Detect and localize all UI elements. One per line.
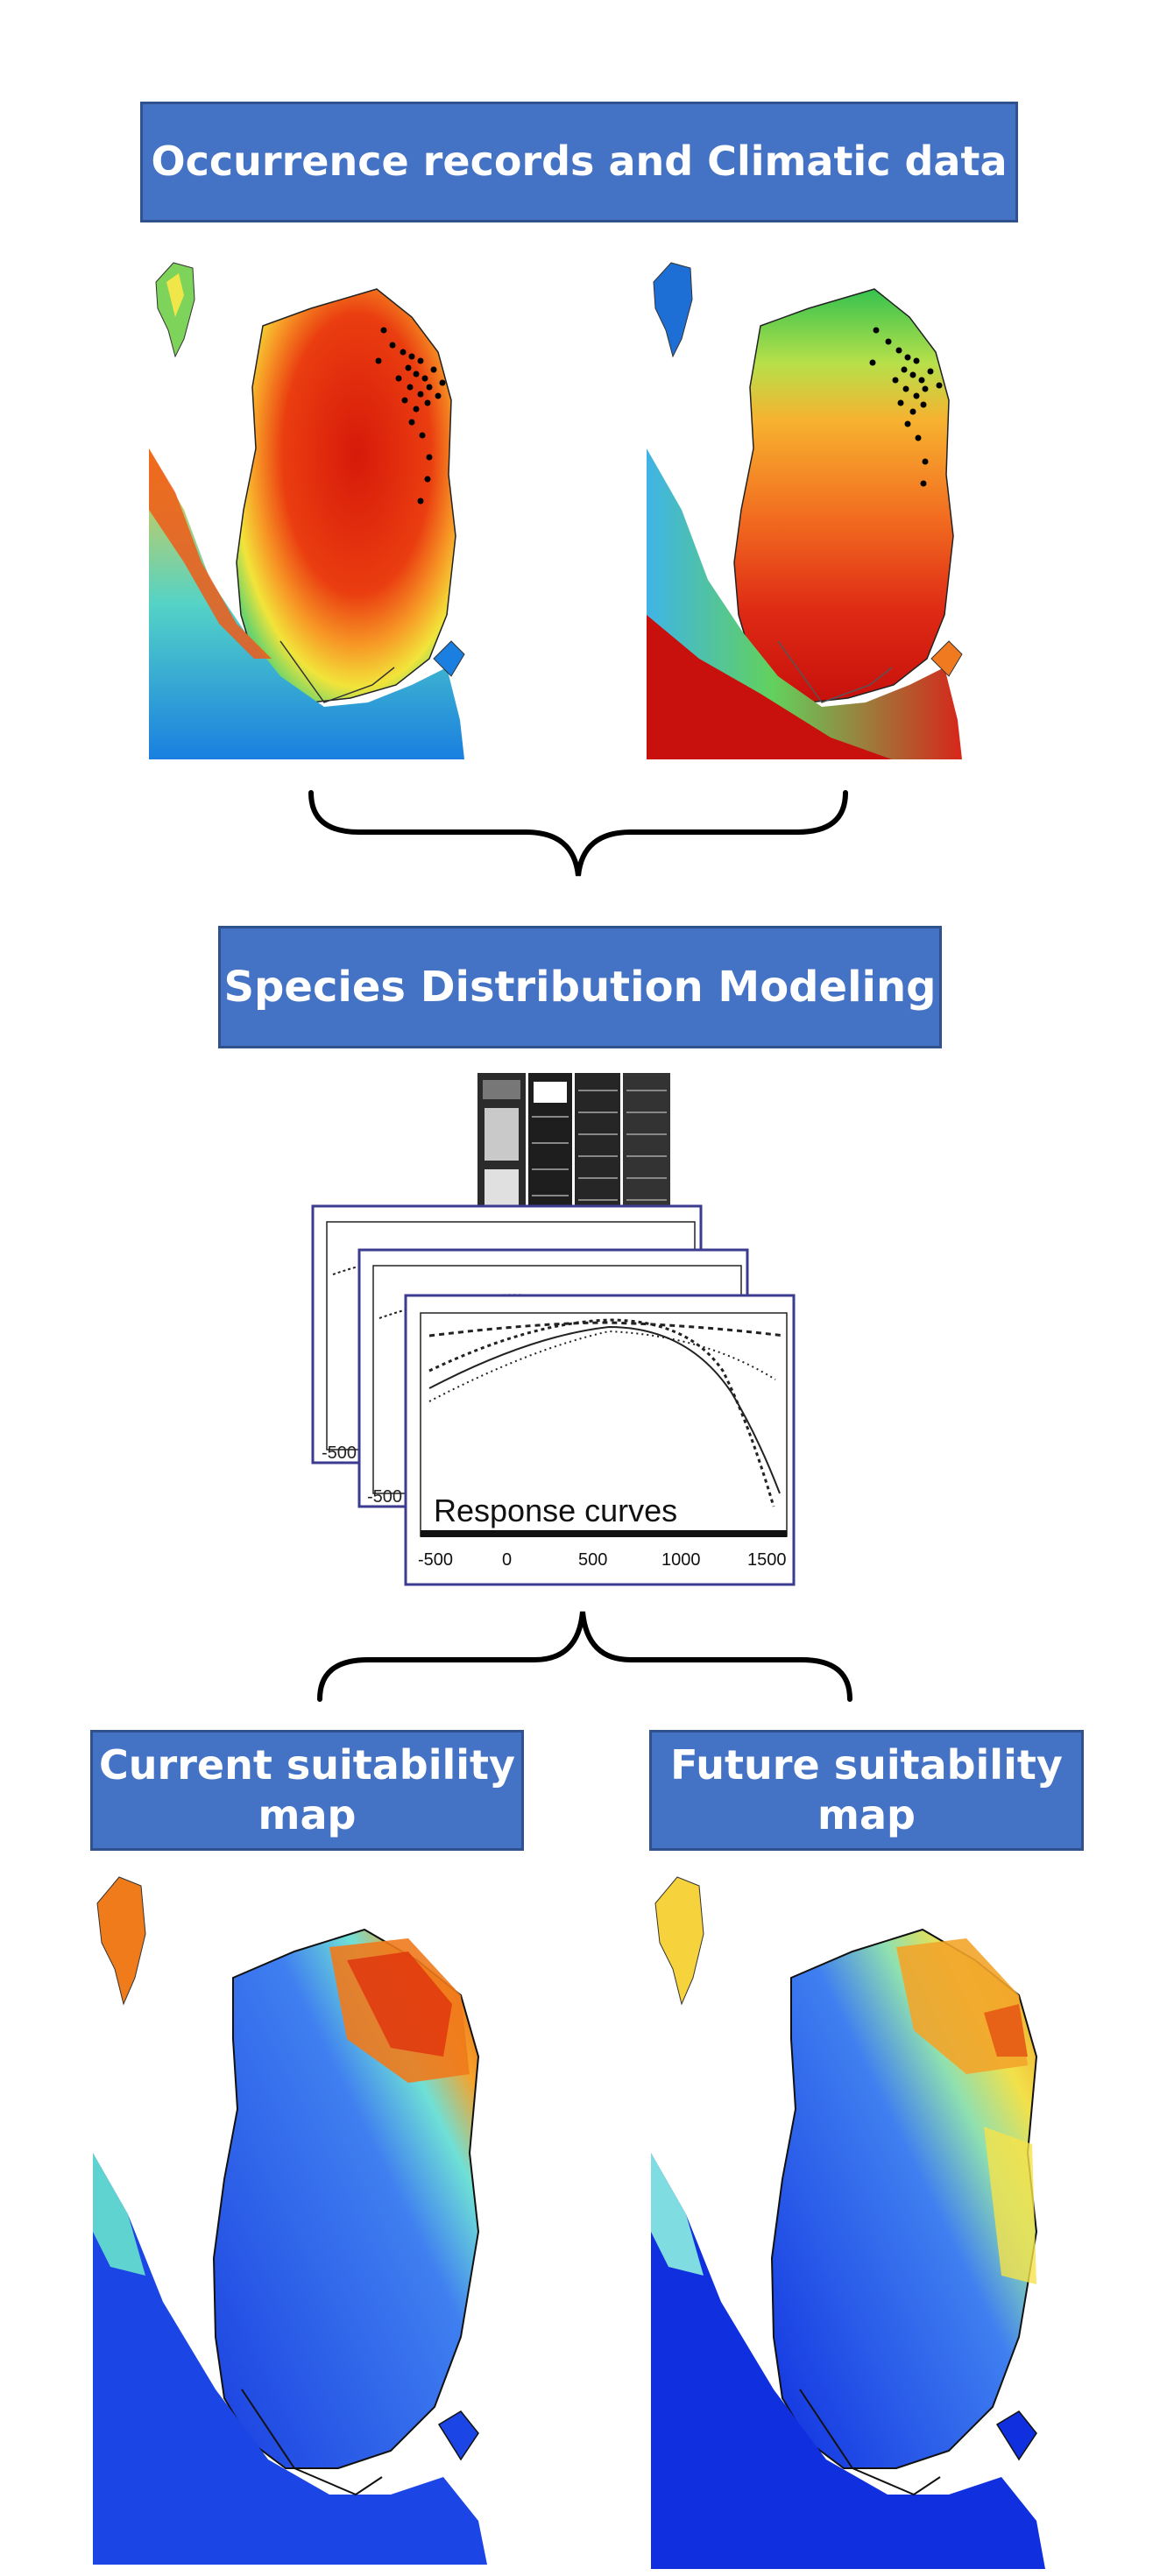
response-curves-label: Response curves bbox=[434, 1493, 677, 1528]
x-tick-label: 500 bbox=[578, 1550, 607, 1570]
sdm-title-box: Species Distribution Modeling bbox=[218, 926, 942, 1048]
occurrence-map-right bbox=[647, 247, 1032, 759]
back-panel-2-tick: -500 bbox=[367, 1487, 402, 1507]
x-tick-label: 1000 bbox=[661, 1550, 701, 1570]
future-suitability-map bbox=[651, 1864, 1080, 2569]
server-rack-icon bbox=[477, 1073, 670, 1226]
future-suitability-box: Future suitability map bbox=[649, 1730, 1084, 1851]
back-panel-tick: -500 bbox=[322, 1443, 357, 1463]
occurrence-map-left bbox=[149, 247, 534, 759]
x-tick-label: 1500 bbox=[747, 1550, 787, 1570]
response-panel-front bbox=[406, 1295, 794, 1584]
x-tick-label: -500 bbox=[418, 1550, 453, 1570]
merge-brace-top bbox=[307, 788, 850, 885]
split-brace-bottom bbox=[315, 1607, 859, 1704]
occurrence-title-box: Occurrence records and Climatic data bbox=[140, 102, 1018, 222]
x-tick-label: 0 bbox=[502, 1550, 512, 1570]
current-suitability-box: Current suitability map bbox=[90, 1730, 524, 1851]
current-suitability-map bbox=[93, 1864, 522, 2565]
response-curves-stack: -500 -500 Response curves -500 0 500 100… bbox=[311, 1204, 797, 1590]
